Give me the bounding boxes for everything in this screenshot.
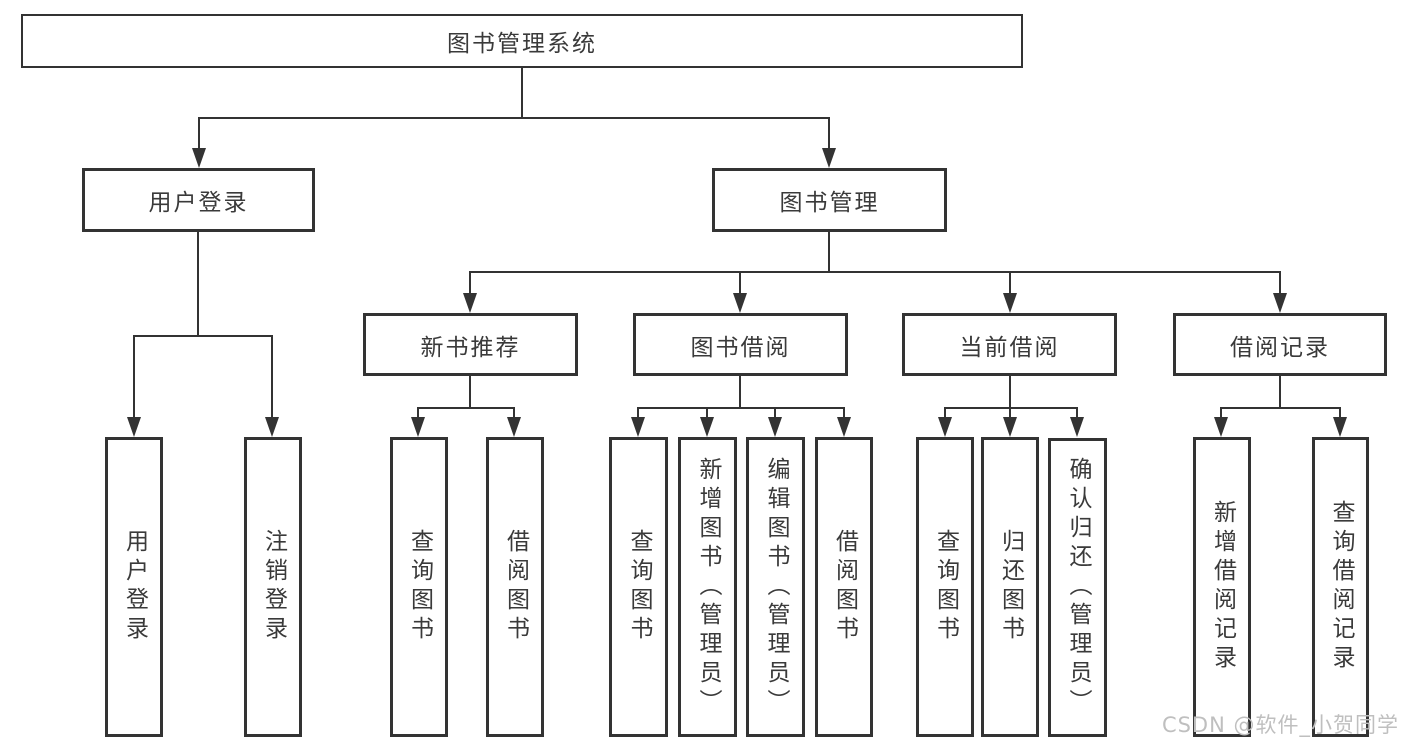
leaf-label: 用户登录 [121, 529, 148, 645]
node-book-management: 图书管理 [712, 168, 947, 232]
node-label: 图书管理 [779, 190, 880, 216]
csdn-watermark: CSDN @软件_小贺同学 [1161, 713, 1399, 737]
leaf-add-borrow-record: 新增借阅记录 [1193, 437, 1251, 737]
node-current-borrow: 当前借阅 [902, 313, 1117, 376]
leaf-label: 借阅图书 [502, 529, 529, 645]
node-label: 当前借阅 [959, 334, 1060, 361]
node-borrow-records: 借阅记录 [1173, 313, 1387, 376]
node-label: 图书借阅 [690, 334, 791, 361]
leaf-label: 查询图书 [932, 529, 959, 645]
node-label: 新书推荐 [420, 334, 521, 361]
leaf-label: 查询借阅记录 [1328, 500, 1354, 674]
leaf-label: 注销登录 [260, 529, 287, 645]
leaf-return-book: 归还图书 [981, 437, 1039, 737]
node-new-book-recommend: 新书推荐 [363, 313, 578, 376]
leaf-query-book-recommend: 查询图书 [390, 437, 448, 737]
node-user-login: 用户登录 [82, 168, 315, 232]
leaf-label: 新增借阅记录 [1209, 500, 1236, 674]
leaf-label: 归还图书 [997, 529, 1024, 645]
leaf-query-book-current: 查询图书 [916, 437, 974, 737]
leaf-user-login: 用户登录 [105, 437, 163, 737]
leaf-borrow-book: 借阅图书 [815, 437, 873, 737]
leaf-label: 新增图书（管理员） [695, 456, 721, 718]
leaf-label: 查询图书 [626, 529, 652, 645]
leaf-logout: 注销登录 [244, 437, 302, 737]
node-label: 借阅记录 [1230, 334, 1330, 361]
leaf-label: 确认归还（管理员） [1065, 457, 1091, 718]
node-label: 图书管理系统 [447, 31, 597, 57]
leaf-edit-book-admin: 编辑图书（管理员） [746, 437, 805, 737]
leaf-label: 查询图书 [406, 529, 433, 645]
node-library-management-system: 图书管理系统 [21, 14, 1023, 68]
leaf-query-borrow-record: 查询借阅记录 [1312, 437, 1369, 737]
leaf-borrow-book-recommend: 借阅图书 [486, 437, 544, 737]
node-label: 用户登录 [148, 190, 249, 216]
leaf-query-book-borrow: 查询图书 [609, 437, 668, 737]
leaf-label: 借阅图书 [831, 529, 858, 645]
node-book-borrow: 图书借阅 [633, 313, 848, 376]
leaf-add-book-admin: 新增图书（管理员） [678, 437, 737, 737]
leaf-confirm-return-admin: 确认归还（管理员） [1048, 438, 1107, 737]
leaf-label: 编辑图书（管理员） [763, 456, 789, 718]
